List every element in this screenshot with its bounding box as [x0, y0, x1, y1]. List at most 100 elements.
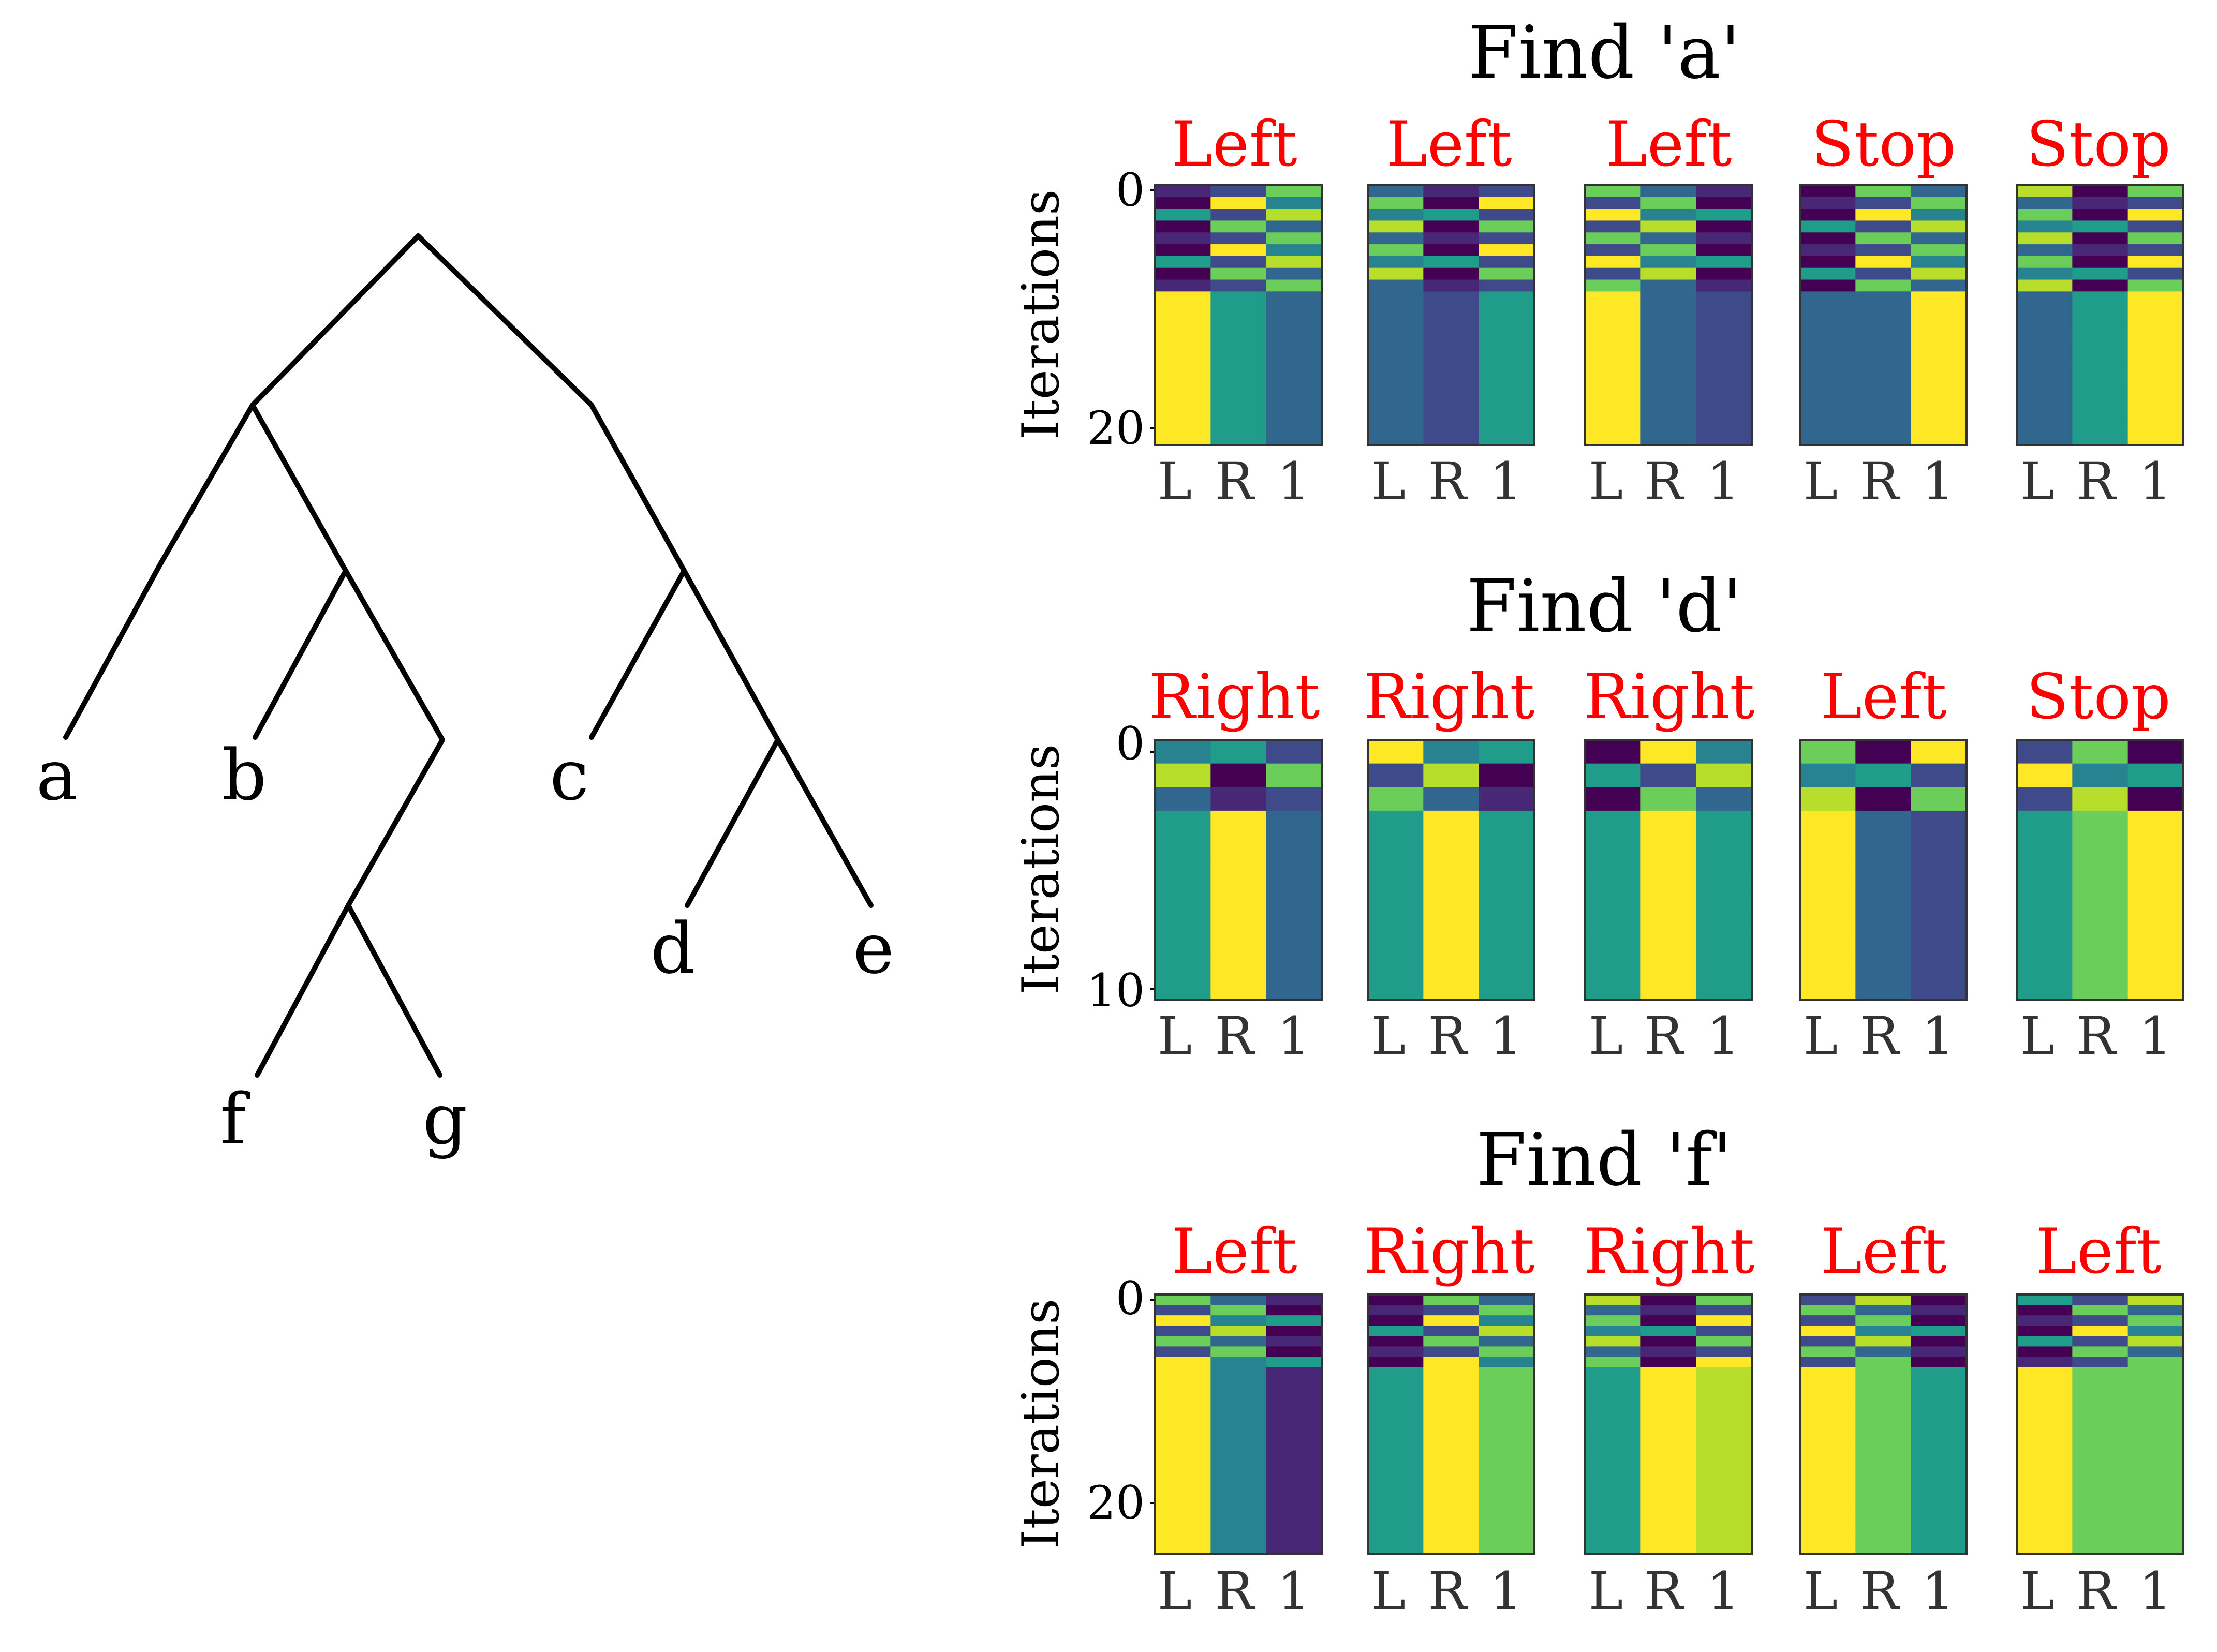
- heatmap-cell: [2017, 763, 2073, 787]
- heatmap-cell: [1423, 1481, 1480, 1493]
- heatmap-cell: [1640, 1294, 1697, 1305]
- heatmap-cell: [1800, 350, 1856, 363]
- heatmap-cell: [1479, 291, 1535, 304]
- heatmap-cell: [1696, 1294, 1752, 1305]
- heatmap-cell: [1210, 397, 1267, 410]
- heatmap-cell: [1696, 362, 1752, 375]
- heatmap-cell: [1800, 1512, 1856, 1524]
- heatmap-cell: [1423, 409, 1480, 422]
- heatmap-cell: [1800, 374, 1856, 386]
- heatmap-cell: [1423, 1450, 1480, 1461]
- heatmap-cell: [1479, 881, 1535, 905]
- action-label: Left: [1386, 109, 1512, 181]
- heatmap-cell: [1911, 1377, 1967, 1389]
- heatmap-cell: [1266, 976, 1322, 1000]
- heatmap-cell: [1855, 740, 1912, 764]
- heatmap-cell: [1423, 1543, 1480, 1555]
- heatmap-cell: [1696, 976, 1752, 1000]
- heatmap-cell: [2072, 1543, 2129, 1555]
- heatmap-cell: [1266, 267, 1322, 280]
- heatmap-cell: [1210, 197, 1267, 210]
- heatmap-cell: [2072, 1294, 2129, 1305]
- heatmap-cell: [1585, 1481, 1641, 1493]
- heatmap-cell: [1155, 1294, 1211, 1305]
- heatmap-cell: [1210, 1419, 1267, 1430]
- heatmap-cell: [1640, 929, 1697, 953]
- heatmap-cell: [2127, 338, 2184, 351]
- heatmap-cell: [2017, 834, 2073, 858]
- heatmap-cell: [1800, 1440, 1856, 1451]
- heatmap-cell: [1911, 881, 1967, 905]
- heatmap-cell: [1423, 267, 1480, 280]
- heatmap-cell: [1479, 232, 1535, 245]
- heatmap-cell: [1368, 1512, 1424, 1524]
- heatmap-cell: [1800, 1471, 1856, 1482]
- heatmap-cell: [1640, 976, 1697, 1000]
- heatmap-cell: [1640, 1523, 1697, 1534]
- heatmap-cell: [1911, 291, 1967, 304]
- heatmap-cell: [1640, 338, 1697, 351]
- heatmap-cell: [1210, 834, 1267, 858]
- heatmap-cell: [1911, 185, 1967, 198]
- heatmap-cell: [1640, 740, 1697, 764]
- heatmap-cell: [1266, 197, 1322, 210]
- heatmap-cell: [1800, 1346, 1856, 1357]
- heatmap-cell: [1585, 810, 1641, 835]
- heatmap-cell: [1640, 1471, 1697, 1482]
- heatmap-cell: [1479, 787, 1535, 811]
- heatmap-cell: [1640, 267, 1697, 280]
- heatmap-cell: [1155, 1367, 1211, 1378]
- heatmap-panel-3: Left L R 1: [1584, 109, 1753, 512]
- heatmap-cell: [1368, 1408, 1424, 1420]
- heatmap-cell: [1266, 209, 1322, 221]
- heatmap-cell: [1696, 1388, 1752, 1399]
- heatmap-cell: [1800, 1523, 1856, 1534]
- heatmap-cell: [2127, 1533, 2184, 1544]
- heatmap-cell: [1479, 279, 1535, 292]
- heatmap-cell: [1210, 763, 1267, 787]
- heatmap-cell: [1585, 185, 1641, 198]
- heatmap-cell: [1696, 763, 1752, 787]
- heatmap-cell: [1155, 1512, 1211, 1524]
- heatmap-cell: [2072, 1346, 2129, 1357]
- heatmap-cell: [2127, 834, 2184, 858]
- heatmap-cell: [1696, 1461, 1752, 1471]
- heatmap-cell: [1800, 1315, 1856, 1326]
- x-tick-label: L: [1158, 1006, 1192, 1066]
- heatmap-cell: [1696, 1357, 1752, 1368]
- heatmap-cell: [1911, 421, 1967, 434]
- heatmap-cell: [1855, 232, 1912, 245]
- heatmap-cell: [1800, 209, 1856, 221]
- heatmap-cell: [1585, 1346, 1641, 1357]
- heatmap-cell: [2127, 433, 2184, 445]
- heatmap-cell: [1210, 1315, 1267, 1326]
- tree-edge: [250, 403, 348, 573]
- heatmap-cell: [1479, 433, 1535, 445]
- heatmap-cell: [1585, 763, 1641, 787]
- heatmap-cell: [2072, 976, 2129, 1000]
- tree-edge: [775, 737, 874, 908]
- heatmap-cell: [1423, 1523, 1480, 1534]
- heatmap-cell: [2127, 1440, 2184, 1451]
- heatmap-cell: [1911, 232, 1967, 245]
- heatmap-cell: [1210, 267, 1267, 280]
- heatmap-cell: [1911, 1357, 1967, 1368]
- heatmap-cell: [2017, 1326, 2073, 1336]
- heatmap-cell: [1479, 1367, 1535, 1378]
- heatmap-cell: [2127, 1367, 2184, 1378]
- heatmap-cell: [1640, 385, 1697, 398]
- heatmap-cell: [1855, 976, 1912, 1000]
- heatmap-cell: [1423, 385, 1480, 398]
- heatmap-cell: [1696, 1398, 1752, 1409]
- x-tick-label: L: [1158, 1561, 1192, 1621]
- heatmap-cell: [1911, 1450, 1967, 1461]
- heatmap-cell: [1368, 209, 1424, 221]
- heatmap-cell: [2017, 952, 2073, 976]
- heatmap-cell: [2017, 291, 2073, 304]
- heatmap-cell: [1696, 244, 1752, 257]
- heatmap-cell: [1585, 232, 1641, 245]
- heatmap-cell: [2017, 220, 2073, 233]
- heatmap-cell: [1640, 409, 1697, 422]
- y-tick-label: 0: [1116, 163, 1145, 217]
- heatmap-cell: [2127, 1543, 2184, 1555]
